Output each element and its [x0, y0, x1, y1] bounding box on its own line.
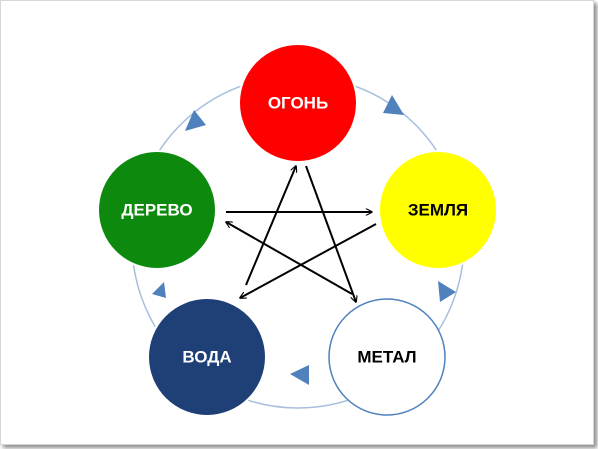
- cycle-arrowhead: [290, 365, 309, 385]
- element-node-fire: ОГОНЬ: [238, 43, 358, 163]
- cycle-arrowhead: [438, 281, 456, 302]
- element-node-wood: ДЕРЕВО: [97, 150, 217, 270]
- star-arrow: [240, 223, 377, 298]
- element-node-water: ВОДА: [147, 297, 267, 417]
- water-circle: [147, 297, 267, 417]
- cycle-arrowhead: [383, 95, 404, 115]
- star-arrow: [226, 222, 353, 295]
- element-node-metal: МЕТАЛ: [328, 298, 446, 416]
- star-arrow: [305, 165, 356, 302]
- metal-label: МЕТАЛ: [357, 348, 416, 367]
- element-node-earth: ЗЕМЛЯ: [378, 150, 498, 270]
- fire-circle: [238, 43, 358, 163]
- earth-label: ЗЕМЛЯ: [408, 201, 468, 220]
- earth-circle: [378, 150, 498, 270]
- water-label: ВОДА: [182, 348, 231, 367]
- fire-label: ОГОНЬ: [268, 94, 328, 113]
- five-elements-diagram: ОГОНЬ ЗЕМЛЯ МЕТАЛ ВОДА ДЕРЕВО: [97, 43, 498, 417]
- metal-circle: [328, 298, 446, 416]
- cycle-arrowhead: [152, 282, 166, 298]
- wood-label: ДЕРЕВО: [121, 201, 192, 220]
- star-arrow: [245, 166, 296, 286]
- wood-circle: [97, 150, 217, 270]
- cycle-arrowhead: [185, 110, 206, 131]
